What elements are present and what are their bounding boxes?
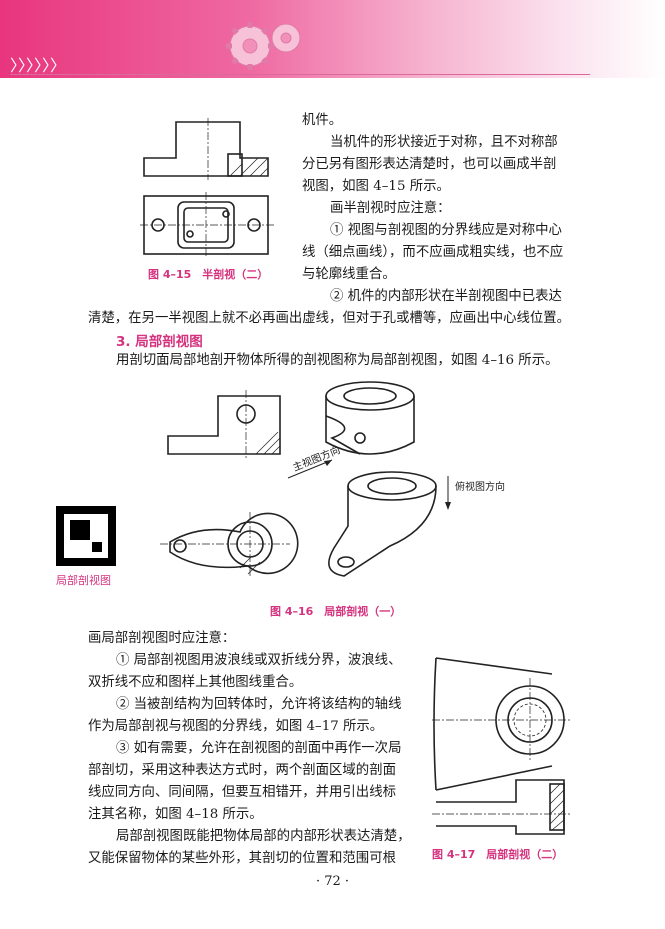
- section-title: 3. 局部剖视图: [116, 334, 203, 350]
- figure-4-16-drawing: [160, 381, 451, 577]
- header-chevrons: 〉〉〉〉〉〉: [10, 56, 67, 75]
- note-line-3: 双折线不应和图样上其他图线重合。: [88, 675, 303, 690]
- note-line-7: 部剖切，采用这种表达方式时，两个剖面区域的剖面: [88, 763, 396, 778]
- qr-code[interactable]: [56, 506, 116, 566]
- figure-4-16-caption: 图 4–16 局部剖视（一）: [270, 605, 402, 618]
- text-line-3: 分已另有图形表达清楚时，也可以画成半剖: [302, 157, 557, 172]
- gear-icon: [226, 22, 301, 70]
- text-line-9: ② 机件的内部形状在半剖视图中已表达: [330, 289, 562, 304]
- note-line-2: ① 局部剖视图用波浪线或双折线分界，波浪线、: [116, 653, 402, 668]
- header-rule: [10, 74, 590, 75]
- figure-4-15-caption: 图 4–15 半剖视（二）: [148, 268, 269, 281]
- note-line-1: 画局部剖视图时应注意：: [88, 631, 236, 646]
- text-line-4: 视图，如图 4–15 所示。: [302, 179, 450, 194]
- note-line-11: 又能保留物体的某些外形，其剖切的位置和范围可根: [88, 851, 396, 866]
- note-line-9: 注其名称，如图 4–18 所示。: [88, 807, 263, 822]
- top-view-direction-label: 俯视图方向: [455, 482, 505, 493]
- note-line-8: 线应同方向、同间隔，但要互相错开，并用引出线标: [88, 785, 396, 800]
- note-line-10: 局部剖视图既能把物体局部的内部形状表达清楚，: [116, 829, 411, 844]
- qr-label: 局部剖视图: [56, 574, 111, 587]
- text-line-1: 机件。: [302, 113, 343, 128]
- section-intro: 用剖切面局部地剖开物体所得的剖视图称为局部剖视图，如图 4–16 所示。: [116, 353, 559, 368]
- text-line-6: ① 视图与剖视图的分界线应是对称中心: [330, 223, 562, 238]
- note-line-4: ② 当被剖结构为回转体时，允许将该结构的轴线: [116, 697, 402, 712]
- figure-4-17-caption: 图 4–17 局部剖视（二）: [432, 848, 564, 861]
- text-line-7: 线（细点画线），而不应画成粗实线，也不应: [302, 245, 564, 260]
- note-line-6: ③ 如有需要，允许在剖视图的剖面中再作一次局: [116, 741, 402, 756]
- page-number: · 72 ·: [315, 874, 350, 889]
- text-line-10: 清楚，在另一半视图上就不必再画出虚线，但对于孔或槽等，应画出中心线位置。: [88, 311, 571, 326]
- figure-4-17-drawing: [432, 657, 570, 835]
- header-band: [0, 0, 665, 78]
- note-line-5: 作为局部剖视与视图的分界线，如图 4–17 所示。: [88, 719, 384, 734]
- text-line-8: 与轮廓线重合。: [302, 267, 396, 282]
- text-line-2: 当机件的形状接近于对称，且不对称部: [330, 135, 558, 150]
- figure-4-15-drawing: [140, 118, 274, 258]
- text-line-5: 画半剖视时应注意：: [330, 201, 451, 216]
